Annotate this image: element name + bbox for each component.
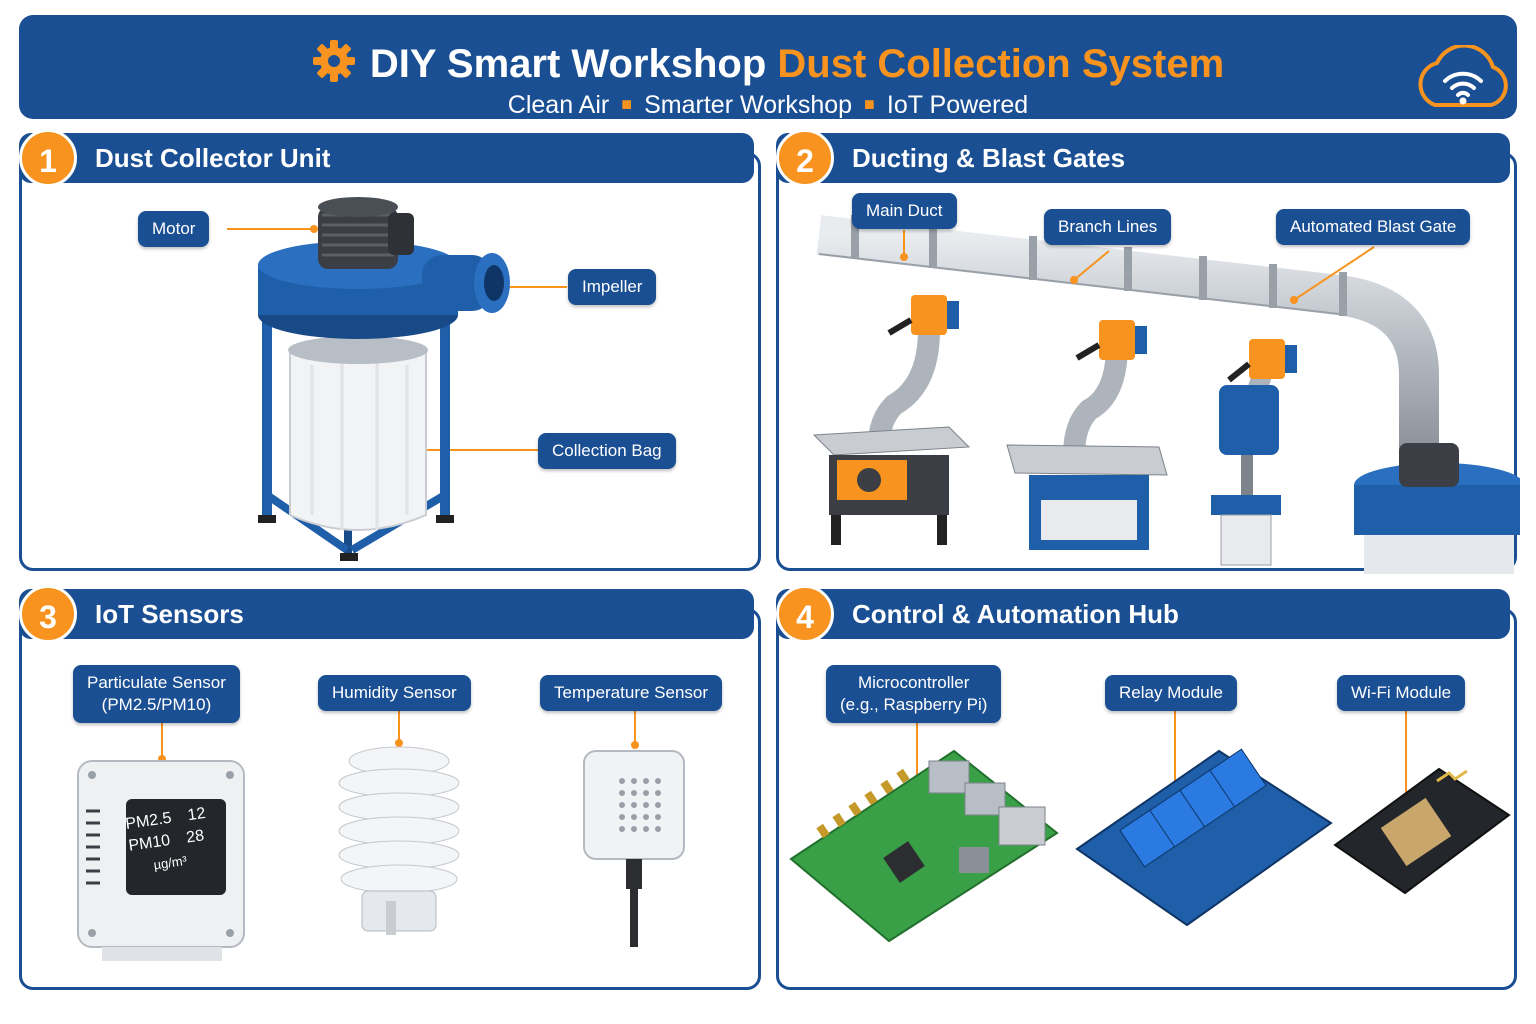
panel-header: 1 Dust Collector Unit [19,129,754,187]
step-number-badge: 3 [19,585,77,643]
subtitle-item: Smarter Workshop [644,91,853,119]
panel-title: Ducting & Blast Gates [852,143,1126,173]
callout-collection-bag: Collection Bag [538,433,676,469]
panel-header: 4 Control & Automation Hub [776,585,1510,643]
callout-humidity-sensor: Humidity Sensor [318,675,471,711]
sensors-illustration [77,709,685,961]
title-accent: Dust Collection System [777,42,1225,86]
callout-branch-lines: Branch Lines [1044,209,1172,245]
panel-title: IoT Sensors [95,599,244,629]
panel-control-hub: 4 Control & Automation Hub Microcontroll… [776,585,1517,990]
step-number-badge: 1 [19,129,77,187]
cloud-wifi-icon [1418,45,1508,107]
panel-title: Dust Collector Unit [95,143,331,173]
subtitle-item: Clean Air [507,91,610,119]
callout-impeller: Impeller [568,269,657,305]
control-hub-illustration [789,709,1511,943]
panel-title: Control & Automation Hub [852,599,1179,629]
subtitle-item: IoT Powered [886,91,1029,119]
callout-temperature-sensor: Temperature Sensor [540,675,723,711]
callout-motor: Motor [138,211,210,247]
panel-header: 2 Ducting & Blast Gates [776,129,1510,187]
callout-particulate-sensor: Particulate Sensor (PM2.5/PM10) [73,665,240,723]
step-number-badge: 4 [776,585,834,643]
bullet-icon: ■ [621,94,633,114]
panel-dust-collector: 1 Dust Collector Unit Motor Impeller Col… [19,129,761,571]
pm25-value: 12 [186,804,207,825]
title-main: DIY Smart Workshop [369,42,767,86]
bullet-icon: ■ [864,94,875,114]
callout-microcontroller: Microcontroller (e.g., Raspberry Pi) [826,665,1002,723]
panel-iot-sensors: PM2.5 12 PM10 28 µg/m³ 3 IoT Sensors Par… [19,585,761,990]
dust-collector-illustration [227,197,567,561]
callout-main-duct: Main Duct [852,193,957,229]
header-banner: DIY Smart Workshop Dust Collection Syste… [19,15,1517,119]
callout-wifi-module: Wi-Fi Module [1337,675,1466,711]
callout-blast-gate: Automated Blast Gate [1276,209,1471,245]
pm10-label: PM10 [127,832,172,855]
subtitle: Clean Air ■ Smarter Workshop ■ IoT Powered [19,91,1517,120]
panel-header: 3 IoT Sensors [19,585,754,643]
step-number-badge: 2 [776,129,834,187]
ducting-illustration [812,215,1520,574]
panel-ducting: 2 Ducting & Blast Gates Main Duct Branch… [776,129,1520,574]
pm10-value: 28 [185,827,206,847]
gear-icon [312,40,355,82]
page-title: DIY Smart Workshop Dust Collection Syste… [19,39,1517,87]
callout-relay-module: Relay Module [1105,675,1237,711]
pm-display: PM2.5 12 PM10 28 µg/m³ [124,801,232,903]
